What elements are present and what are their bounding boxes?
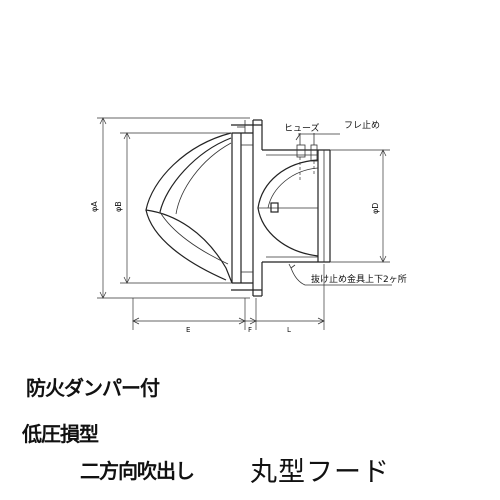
label-dim-D: φD	[371, 203, 380, 214]
label-dim-E: E	[186, 326, 190, 334]
label-dim-L: L	[287, 326, 291, 334]
dim-B	[120, 132, 232, 284]
label-dim-F: F	[248, 326, 252, 334]
damper-blades	[257, 159, 319, 257]
dim-EFL	[132, 264, 325, 330]
hood-louvers	[145, 132, 233, 284]
hood-body	[231, 119, 263, 297]
label-fuse: ヒューズ	[284, 122, 320, 134]
label-dim-B: φB	[114, 201, 123, 212]
damper-duct	[262, 149, 331, 263]
fuse-leader	[295, 133, 340, 141]
caption-fire-damper: 防火ダンパー付	[26, 376, 160, 400]
fuse-detail	[296, 133, 318, 180]
dim-A	[97, 117, 250, 299]
label-retainer: 抜け止め金具上下2ヶ所	[311, 273, 407, 285]
retainer-leader	[288, 263, 392, 286]
caption-two-way-outlet: 二方向吹出し	[80, 459, 195, 483]
caption-round-hood: 丸型フード	[250, 457, 390, 488]
caption-low-pressure-loss: 低圧損型	[22, 422, 99, 446]
dim-D	[330, 149, 390, 263]
label-anti-rattle: フレ止め	[344, 119, 380, 131]
label-dim-A: φA	[90, 201, 99, 212]
